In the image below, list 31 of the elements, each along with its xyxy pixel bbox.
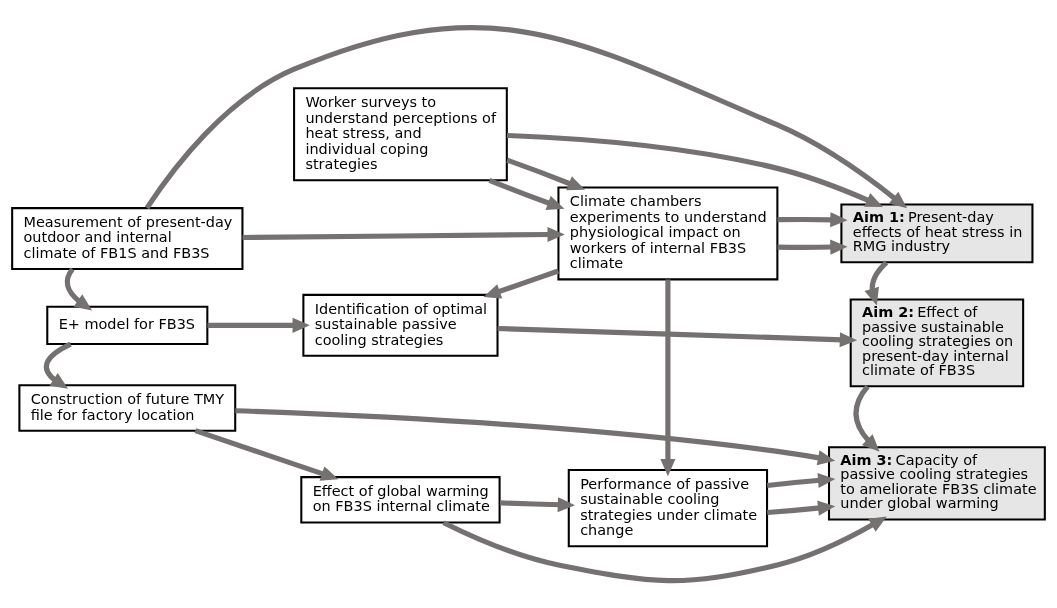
- arrow: [442, 516, 887, 584]
- arrow: [506, 157, 586, 191]
- arrow: [766, 472, 836, 489]
- node-box: Construction of future TMY file for factory location: [18, 384, 237, 432]
- node-box: Aim 2: Effect of passive sustainable cooling strategies on present-day internal climate of FB3S: [849, 298, 1025, 388]
- arrow: [853, 384, 880, 452]
- arrow: [499, 497, 576, 513]
- arrow: [506, 132, 883, 207]
- arrow: [777, 212, 848, 228]
- arrow: [242, 227, 565, 243]
- node-box: Identification of optimal sustainable passive cooling strategies: [302, 293, 499, 357]
- node-box: E+ model for FB3S: [46, 305, 209, 345]
- arrow: [144, 25, 908, 210]
- arrow: [864, 260, 889, 306]
- node-box: Performance of passive sustainable cooling strategies under climate change: [567, 468, 769, 548]
- node-box: Measurement of present-day outdoor and internal climate of FB1S and FB3S: [11, 207, 244, 271]
- node-box: Aim 1: Present-day effects of heat stress in RMG industry: [840, 203, 1034, 264]
- node-box: Aim 3: Capacity of passive cooling strategies to ameliorate FB3S climate under global warming: [827, 446, 1046, 521]
- node-box: Worker surveys to understand perceptions of heat stress, and individual coping strategies: [293, 87, 508, 182]
- arrow: [483, 268, 560, 299]
- arrow: [43, 341, 72, 389]
- arrow: [207, 317, 310, 333]
- arrow: [497, 325, 858, 348]
- arrow: [194, 428, 339, 481]
- arrow: [767, 500, 836, 516]
- node-box: Climate chambers experiments to understand physiological impact on workers of internal FB3S climate: [557, 186, 779, 281]
- arrow: [235, 408, 836, 466]
- arrow: [488, 178, 565, 211]
- arrow: [660, 279, 676, 477]
- node-box: Effect of global warming on FB3S internal climate: [300, 476, 501, 524]
- arrow: [777, 239, 848, 255]
